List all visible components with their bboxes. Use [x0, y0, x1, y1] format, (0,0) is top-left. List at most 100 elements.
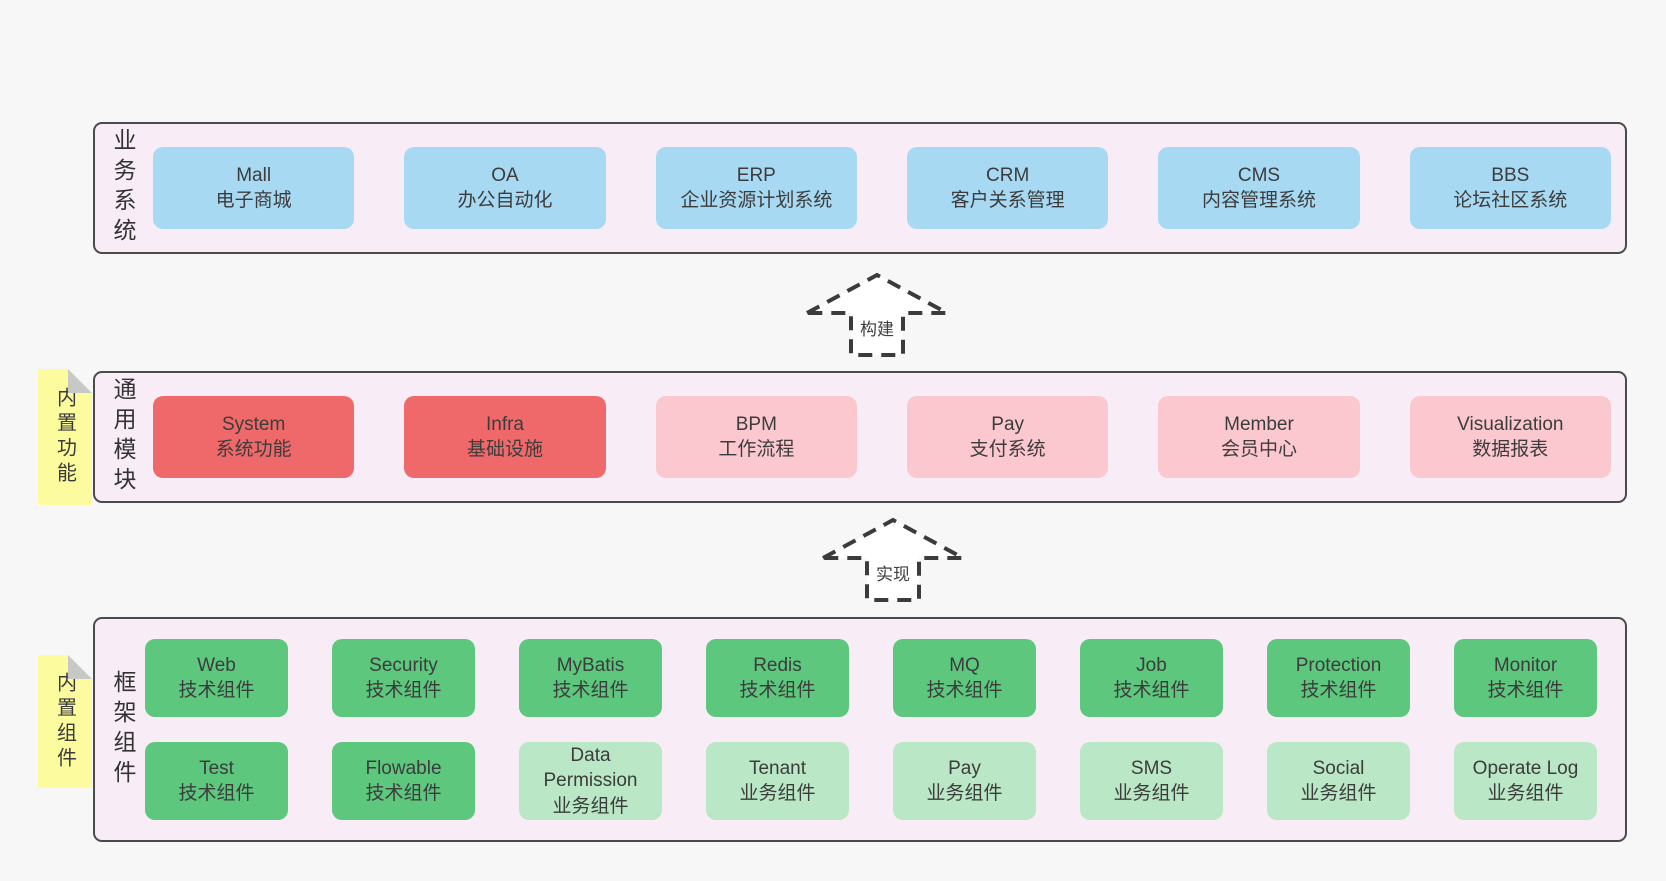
- module-subtitle: 业务组件: [1113, 783, 1190, 804]
- module-subtitle: 客户关系管理: [950, 190, 1065, 211]
- module-title: Infra: [485, 413, 524, 435]
- module-title: Monitor: [1493, 654, 1558, 676]
- sticky-note-label: 内置功能: [53, 387, 76, 487]
- module-title: MyBatis: [556, 654, 625, 676]
- module-title: Test: [199, 757, 234, 779]
- module-subtitle: 技术组件: [1300, 680, 1377, 701]
- module-title: Job: [1136, 654, 1167, 676]
- module-title: CMS: [1237, 164, 1281, 186]
- module-box-job: Job 技术组件: [1080, 639, 1223, 717]
- sticky-note-label: 内置组件: [53, 671, 76, 772]
- module-box-visualization: Visualization 数据报表: [1409, 396, 1611, 478]
- module-subtitle: 支付系统: [969, 439, 1046, 460]
- module-subtitle: 技术组件: [365, 680, 442, 701]
- module-title: Visualization: [1457, 413, 1564, 435]
- module-box-web: Web 技术组件: [145, 639, 288, 717]
- module-title: Data Permission: [543, 745, 638, 792]
- module-subtitle: 企业资源计划系统: [680, 190, 833, 211]
- module-title: Pay: [948, 757, 981, 779]
- module-subtitle: 技术组件: [365, 783, 442, 804]
- module-box-member: Member 会员中心: [1158, 396, 1360, 478]
- module-box-mybatis: MyBatis 技术组件: [519, 639, 662, 717]
- module-box-bpm: BPM 工作流程: [655, 396, 857, 478]
- module-subtitle: 业务组件: [552, 795, 629, 817]
- module-subtitle: 技术组件: [1487, 680, 1564, 701]
- module-title: Mall: [236, 164, 272, 186]
- module-title: Protection: [1295, 654, 1382, 676]
- module-box-redis: Redis 技术组件: [706, 639, 849, 717]
- module-box-sms: SMS 业务组件: [1080, 742, 1223, 820]
- module-box-security: Security 技术组件: [332, 639, 475, 717]
- sticky-note-builtin-components: 内置组件: [38, 655, 92, 788]
- module-subtitle: 内容管理系统: [1201, 190, 1316, 211]
- module-title: Web: [197, 654, 236, 676]
- module-subtitle: 技术组件: [178, 783, 255, 804]
- module-title: Operate Log: [1472, 757, 1579, 779]
- module-subtitle: 基础设施: [466, 439, 543, 460]
- module-title: Flowable: [365, 757, 442, 779]
- module-box-protection: Protection 技术组件: [1267, 639, 1410, 717]
- module-box-monitor: Monitor 技术组件: [1454, 639, 1597, 717]
- module-box-pay: Pay 业务组件: [893, 742, 1036, 820]
- arrow-label: 实现: [875, 560, 911, 585]
- module-title: Member: [1224, 413, 1294, 435]
- module-subtitle: 业务组件: [926, 783, 1003, 804]
- module-title: CRM: [986, 164, 1030, 186]
- module-title: Redis: [753, 654, 802, 676]
- arrow-label: 构建: [859, 315, 895, 340]
- layer-title: 业务系统: [110, 128, 136, 248]
- module-title: Social: [1312, 757, 1365, 779]
- module-subtitle: 技术组件: [1113, 680, 1190, 701]
- module-subtitle: 技术组件: [552, 680, 629, 701]
- module-box-mall: Mall 电子商城: [153, 147, 355, 229]
- module-subtitle: 技术组件: [926, 680, 1003, 701]
- module-title: BPM: [735, 413, 777, 435]
- module-title: SMS: [1130, 757, 1173, 779]
- module-title: BBS: [1491, 164, 1530, 186]
- module-box-tenant: Tenant 业务组件: [706, 742, 849, 820]
- module-subtitle: 业务组件: [739, 783, 816, 804]
- module-box-test: Test 技术组件: [145, 742, 288, 820]
- module-subtitle: 办公自动化: [457, 190, 553, 211]
- module-box-data-permission: Data Permission 业务组件: [519, 742, 662, 820]
- module-box-infra: Infra 基础设施: [404, 396, 606, 478]
- module-box-flowable: Flowable 技术组件: [332, 742, 475, 820]
- module-subtitle: 系统功能: [215, 439, 292, 460]
- module-box-cms: CMS 内容管理系统: [1158, 147, 1360, 229]
- arrow-build: 构建: [804, 272, 950, 358]
- module-subtitle: 数据报表: [1472, 439, 1549, 460]
- module-subtitle: 技术组件: [178, 680, 255, 701]
- module-subtitle: 业务组件: [1300, 783, 1377, 804]
- module-subtitle: 会员中心: [1220, 439, 1297, 460]
- module-box-social: Social 业务组件: [1267, 742, 1410, 820]
- module-subtitle: 技术组件: [739, 680, 816, 701]
- module-box-erp: ERP 企业资源计划系统: [655, 147, 857, 229]
- module-subtitle: 工作流程: [718, 439, 795, 460]
- module-subtitle: 业务组件: [1487, 783, 1564, 804]
- module-title: Tenant: [748, 757, 807, 779]
- layer-title: 框架组件: [110, 669, 136, 790]
- sticky-note-builtin-features: 内置功能: [38, 369, 92, 505]
- layer-title: 通用模块: [110, 377, 136, 497]
- module-title: ERP: [736, 164, 776, 186]
- arrow-implement: 实现: [820, 517, 966, 603]
- module-subtitle: 电子商城: [215, 190, 292, 211]
- module-title: Security: [369, 654, 438, 676]
- module-box-operate-log: Operate Log 业务组件: [1454, 742, 1597, 820]
- module-subtitle: 论坛社区系统: [1453, 190, 1568, 211]
- module-box-crm: CRM 客户关系管理: [906, 147, 1109, 229]
